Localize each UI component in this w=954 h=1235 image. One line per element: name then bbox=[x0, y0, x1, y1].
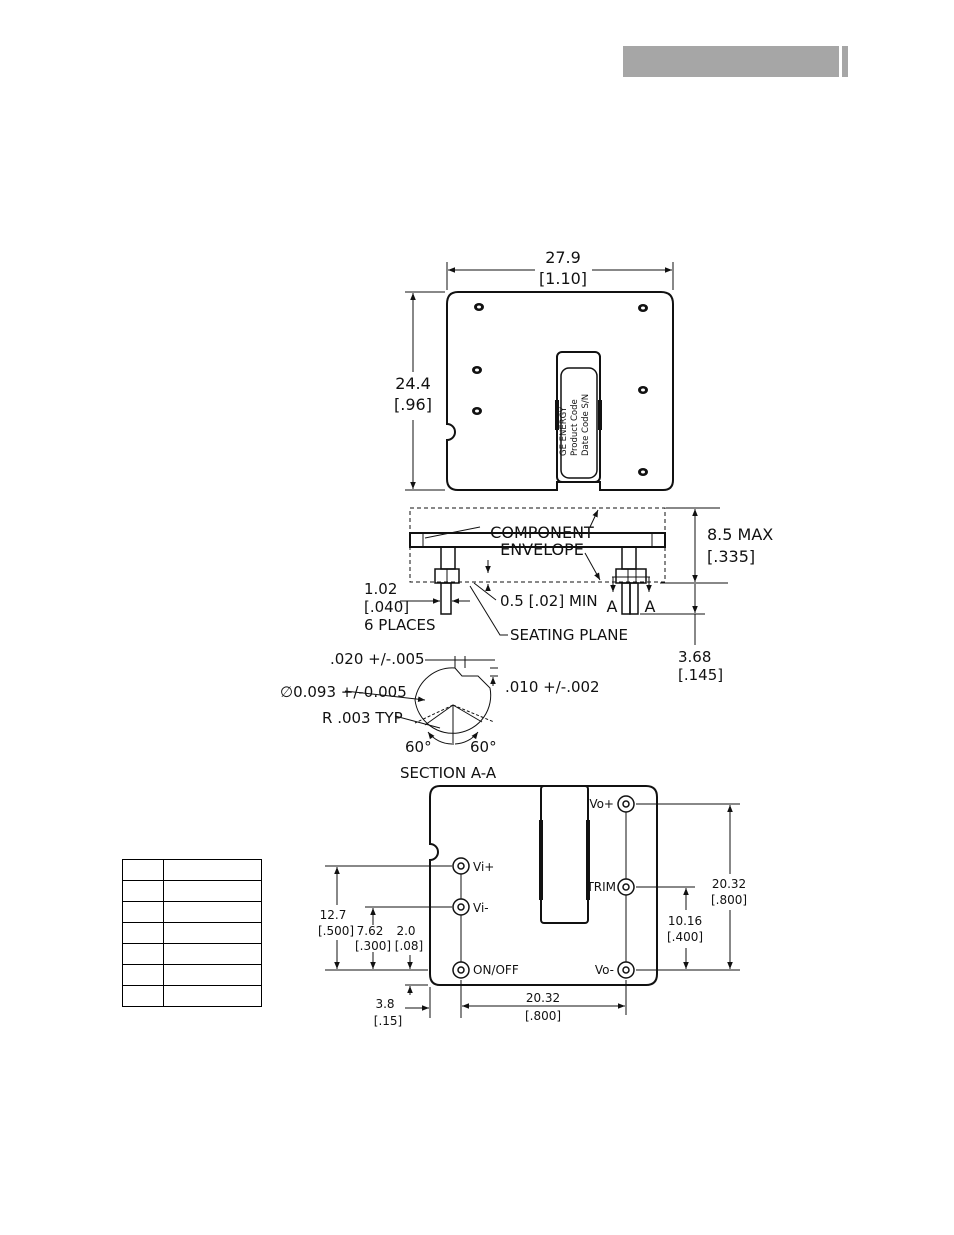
dim-radius: R .003 TYP bbox=[322, 709, 403, 727]
component-envelope bbox=[409, 507, 666, 583]
pin-label-trim: TRIM bbox=[585, 880, 616, 894]
pin-length-dimension bbox=[640, 584, 705, 645]
envelope-label-2: ENVELOPE bbox=[500, 540, 584, 559]
dim-20-32-bottom-mm: 20.32 bbox=[526, 991, 560, 1005]
dim-20-32-bottom-in: [.800] bbox=[525, 1009, 561, 1023]
table-row bbox=[122, 859, 262, 881]
top-view-outline bbox=[446, 291, 674, 491]
table-row bbox=[122, 922, 262, 944]
bottom-view-outline bbox=[429, 785, 658, 986]
width-mm: 27.9 bbox=[545, 248, 581, 267]
envelope-label-1: COMPONENT bbox=[490, 523, 594, 542]
dim-12-7-mm: 12.7 bbox=[320, 908, 347, 922]
dim-3-8-in: [.15] bbox=[374, 1014, 402, 1028]
width-dimension bbox=[446, 262, 674, 290]
pcb-edge bbox=[409, 532, 666, 548]
bottom-view-pins bbox=[452, 795, 635, 979]
height-in: [.96] bbox=[394, 395, 432, 414]
dim-3-8-mm: 3.8 bbox=[375, 997, 394, 1011]
pin-length-mm: 3.68 bbox=[678, 648, 711, 666]
angle-left: 60° bbox=[405, 738, 432, 756]
bottom-width-dimension bbox=[462, 980, 627, 1015]
table-row bbox=[122, 985, 262, 1007]
dim-10-16-mm: 10.16 bbox=[668, 914, 702, 928]
section-title: SECTION A-A bbox=[400, 764, 497, 782]
side-view bbox=[409, 507, 666, 615]
seating-plane-leader bbox=[469, 585, 508, 636]
pin-table bbox=[122, 859, 262, 1007]
label-line-3: Date Code S/N bbox=[581, 394, 591, 456]
dim-7-62-mm: 7.62 bbox=[357, 924, 384, 938]
max-height-dimension bbox=[660, 507, 728, 584]
dim-20-32-right-in: [.800] bbox=[711, 893, 747, 907]
dim-10-16-in: [.400] bbox=[667, 930, 703, 944]
pin-count: 6 PLACES bbox=[364, 616, 436, 634]
label-area bbox=[560, 367, 598, 479]
height-dimension bbox=[405, 291, 445, 491]
standoff-dimension bbox=[473, 560, 497, 601]
header-bar-divider bbox=[839, 46, 842, 77]
pin-label-vout-minus: Vo- bbox=[595, 963, 614, 977]
width-in: [1.10] bbox=[539, 269, 587, 288]
dim-gap: .020 +/-.005 bbox=[330, 650, 425, 668]
section-mark-left: A bbox=[607, 597, 618, 616]
dim-diameter: ∅0.093 +/-0.005 bbox=[280, 683, 407, 701]
top-view bbox=[446, 291, 674, 491]
bottom-left-dimensions bbox=[325, 865, 462, 1018]
section-mark-right: A bbox=[645, 597, 656, 616]
pin-label-vin-minus: Vi- bbox=[473, 901, 489, 915]
dim-2-0-mm: 2.0 bbox=[396, 924, 415, 938]
seating-plane-label: SEATING PLANE bbox=[510, 626, 628, 644]
angle-right: 60° bbox=[470, 738, 497, 756]
pin-length-in: [.145] bbox=[678, 666, 723, 684]
pin-dia-mm: 1.02 bbox=[364, 580, 397, 598]
dim-2-0-in: [.08] bbox=[395, 939, 423, 953]
pin-dia-in: [.040] bbox=[364, 598, 409, 616]
label-housing-bottom bbox=[540, 785, 589, 924]
dim-7-62-in: [.300] bbox=[355, 939, 391, 953]
label-line-2: Product Code bbox=[570, 399, 580, 456]
header-bar bbox=[623, 46, 839, 77]
table-row bbox=[122, 880, 262, 902]
section-a-a-detail bbox=[344, 656, 498, 745]
max-height-mm: 8.5 MAX bbox=[707, 525, 773, 544]
label-text: GE ENERGY Product Code Date Code S/N bbox=[559, 394, 591, 456]
dim-depth: .010 +/-.002 bbox=[505, 678, 600, 696]
dim-20-32-right-mm: 20.32 bbox=[712, 877, 746, 891]
height-mm: 24.4 bbox=[395, 374, 431, 393]
table-row bbox=[122, 901, 262, 923]
table-row bbox=[122, 964, 262, 986]
pin-label-vin-plus: Vi+ bbox=[473, 860, 494, 874]
header-bar-tail bbox=[842, 46, 848, 77]
pin-label-vout-plus: Vo+ bbox=[589, 797, 614, 811]
max-height-in: [.335] bbox=[707, 547, 755, 566]
label-line-1: GE ENERGY bbox=[559, 406, 569, 456]
dim-12-7-in: [.500] bbox=[318, 924, 354, 938]
bottom-right-dimensions bbox=[636, 803, 740, 971]
pin-label-on-off: ON/OFF bbox=[473, 963, 519, 977]
table-row bbox=[122, 943, 262, 965]
standoff-value: 0.5 [.02] MIN bbox=[500, 592, 598, 610]
